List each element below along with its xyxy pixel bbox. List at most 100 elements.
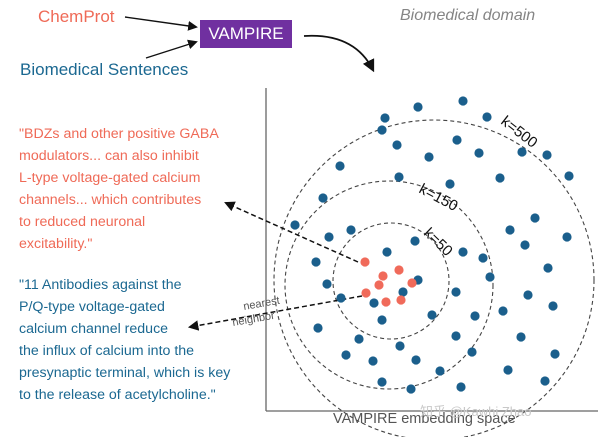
blue-point bbox=[451, 331, 461, 341]
sentences-arrow bbox=[145, 39, 198, 59]
blue-sentence-line: the influx of calcium into the bbox=[19, 343, 195, 359]
ring-k50 bbox=[332, 222, 450, 340]
blue-point bbox=[377, 377, 387, 387]
blue-point bbox=[411, 355, 421, 365]
blue-point bbox=[542, 150, 552, 160]
blue-point bbox=[530, 213, 540, 223]
red-sentence-line: excitability." bbox=[19, 236, 93, 252]
blue-point bbox=[474, 148, 484, 158]
ring-k150 bbox=[284, 180, 494, 390]
red-point bbox=[407, 278, 417, 288]
blue-point bbox=[523, 290, 533, 300]
biomedical-sentences-label: Biomedical Sentences bbox=[20, 60, 189, 79]
blue-point bbox=[341, 350, 351, 360]
blue-point bbox=[336, 293, 346, 303]
blue-point bbox=[395, 341, 405, 351]
blue-point bbox=[495, 173, 505, 183]
chemprot-arrow bbox=[124, 16, 198, 31]
red-sentence-line: to reduced neuronal bbox=[19, 214, 146, 230]
blue-point bbox=[548, 301, 558, 311]
blue-point bbox=[382, 247, 392, 257]
red-point bbox=[378, 271, 388, 281]
blue-point bbox=[456, 382, 466, 392]
blue-point bbox=[458, 96, 468, 106]
blue-point bbox=[346, 225, 356, 235]
blue-point bbox=[369, 298, 379, 308]
blue-point bbox=[503, 365, 513, 375]
blue-point bbox=[354, 334, 364, 344]
blue-point bbox=[467, 347, 477, 357]
red-point bbox=[360, 257, 370, 267]
blue-point bbox=[470, 311, 480, 321]
blue-point bbox=[427, 310, 437, 320]
blue-point bbox=[520, 240, 530, 250]
blue-point bbox=[458, 247, 468, 257]
axis-label: VAMPIRE embedding space bbox=[333, 411, 516, 427]
nearest-neighbor-label-2: neighbor bbox=[231, 310, 276, 329]
blue-point bbox=[322, 279, 332, 289]
blue-point bbox=[377, 315, 387, 325]
blue-point bbox=[498, 306, 508, 316]
ring-label-k50: k=50 bbox=[420, 225, 456, 260]
red-sentence-line: channels... which contributes bbox=[19, 192, 202, 208]
blue-point bbox=[543, 263, 553, 273]
blue-point bbox=[435, 366, 445, 376]
ring-k500 bbox=[273, 119, 595, 437]
blue-point bbox=[516, 332, 526, 342]
arrow-to-red-sentence bbox=[224, 201, 359, 263]
nearest-neighbor-arrow bbox=[187, 295, 363, 331]
blue-sentence-line: "11 Antibodies against the bbox=[19, 277, 182, 293]
red-point bbox=[361, 288, 371, 298]
ring-label-k500: k=500 bbox=[498, 113, 541, 152]
blue-point bbox=[424, 152, 434, 162]
blue-sentence-line: calcium channel reduce bbox=[19, 321, 169, 337]
blue-point bbox=[335, 161, 345, 171]
vampire-box: VAMPIRE bbox=[200, 20, 292, 48]
blue-sentence-line: to the release of acetylcholine." bbox=[19, 387, 216, 403]
blue-point bbox=[485, 272, 495, 282]
blue-point bbox=[564, 171, 574, 181]
blue-point bbox=[392, 140, 402, 150]
red-point bbox=[374, 280, 384, 290]
red-sentence-line: "BDZs and other positive GABA bbox=[19, 126, 219, 142]
blue-point bbox=[368, 356, 378, 366]
blue-sentence: "11 Antibodies against the P/Q-type volt… bbox=[19, 274, 230, 406]
blue-point bbox=[394, 172, 404, 182]
red-sentence: "BDZs and other positive GABA modulators… bbox=[19, 123, 219, 255]
blue-sentence-line: presynaptic terminal, which is key bbox=[19, 365, 231, 381]
nearest-neighbor-label-1: nearest bbox=[242, 295, 280, 313]
vampire-to-domain-arrow bbox=[303, 34, 375, 73]
blue-point bbox=[398, 287, 408, 297]
watermark: 知乎 @Kawhi Zhao bbox=[420, 404, 532, 419]
blue-point bbox=[540, 376, 550, 386]
embedding-points bbox=[290, 96, 574, 394]
biomedical-domain-label: Biomedical domain bbox=[400, 7, 536, 24]
blue-point bbox=[482, 112, 492, 122]
blue-point bbox=[445, 179, 455, 189]
red-sentence-line: modulators... can also inhibit bbox=[19, 148, 199, 164]
chemprot-label: ChemProt bbox=[38, 7, 115, 26]
red-point bbox=[396, 295, 406, 305]
blue-point bbox=[380, 113, 390, 123]
blue-point bbox=[413, 102, 423, 112]
blue-point bbox=[451, 287, 461, 297]
blue-point bbox=[324, 232, 334, 242]
blue-point bbox=[311, 257, 321, 267]
blue-point bbox=[478, 253, 488, 263]
red-sentence-line: L-type voltage-gated calcium bbox=[19, 170, 201, 186]
blue-point bbox=[410, 236, 420, 246]
blue-point bbox=[313, 323, 323, 333]
blue-point bbox=[505, 225, 515, 235]
blue-point bbox=[406, 384, 416, 394]
blue-point bbox=[452, 135, 462, 145]
blue-point bbox=[290, 220, 300, 230]
red-point bbox=[394, 265, 404, 275]
blue-point bbox=[377, 125, 387, 135]
blue-point bbox=[562, 232, 572, 242]
blue-point bbox=[318, 193, 328, 203]
blue-sentence-line: P/Q-type voltage-gated bbox=[19, 299, 165, 315]
red-point bbox=[381, 297, 391, 307]
blue-point bbox=[517, 147, 527, 157]
blue-point bbox=[550, 349, 560, 359]
